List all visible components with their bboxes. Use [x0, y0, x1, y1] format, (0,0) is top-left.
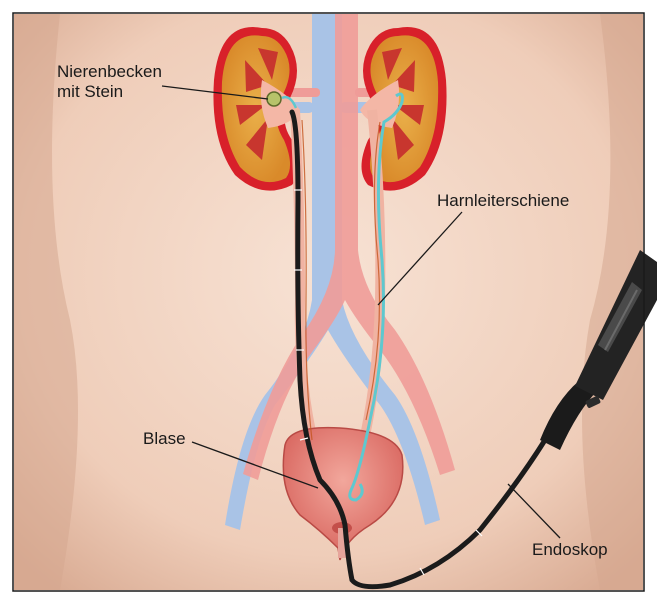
- label-blase: Blase: [143, 429, 186, 449]
- label-nierenbecken-line2: mit Stein: [57, 82, 162, 102]
- label-endoskop: Endoskop: [532, 540, 608, 560]
- label-nierenbecken-line1: Nierenbecken: [57, 62, 162, 82]
- label-harnleiterschiene: Harnleiterschiene: [437, 191, 569, 211]
- kidney-stone: [267, 92, 281, 106]
- label-nierenbecken: Nierenbecken mit Stein: [57, 62, 162, 102]
